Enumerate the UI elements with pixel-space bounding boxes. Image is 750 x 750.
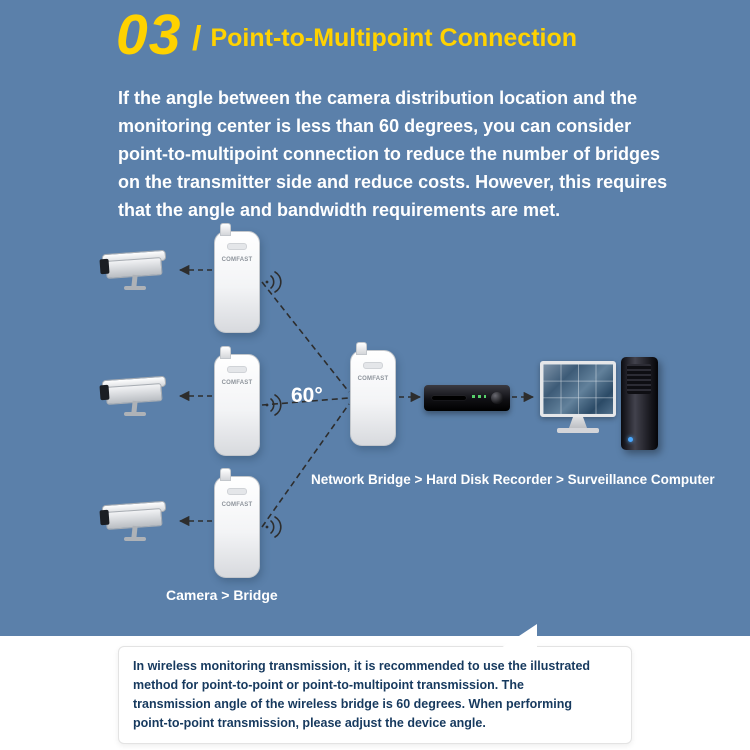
camera-mount-base: [124, 412, 146, 416]
camera-mount-base: [124, 286, 146, 290]
page-title: Point-to-Multipoint Connection: [210, 24, 578, 53]
note-line: transmission angle of the wireless bridg…: [133, 697, 573, 711]
camera-mount-base: [124, 537, 146, 541]
bridge-brand-label: COMFAST: [221, 257, 253, 263]
intro-line: point-to-multipoint connection to reduce…: [118, 144, 660, 164]
section-title-row: / Point-to-Multipoint Connection: [192, 22, 577, 56]
bridge-led-panel: [227, 488, 247, 495]
bridge-led-panel: [363, 362, 383, 369]
blue-background: [0, 0, 750, 636]
bridge-led-panel: [227, 366, 247, 373]
note-line: point-to-point transmission, please adju…: [133, 716, 486, 730]
surveillance-monitor: [540, 361, 616, 443]
intro-line: If the angle between the camera distribu…: [118, 88, 638, 108]
cctv-camera: [99, 500, 170, 547]
note-line: method for point-to-point or point-to-mu…: [133, 678, 524, 692]
note-text: In wireless monitoring transmission, it …: [133, 657, 617, 733]
monitor-stand: [569, 417, 587, 428]
flow-caption: Network Bridge > Hard Disk Recorder > Su…: [311, 472, 715, 487]
intro-paragraph: If the angle between the camera distribu…: [118, 84, 667, 224]
bridge-brand-label: COMFAST: [221, 502, 253, 508]
intro-line: on the transmitter side and reduce costs…: [118, 172, 668, 192]
title-slash: /: [192, 20, 202, 58]
note-bubble: In wireless monitoring transmission, it …: [118, 624, 632, 744]
cctv-camera: [99, 375, 170, 422]
wireless-bridge-receiver: COMFAST: [350, 342, 396, 446]
note-line: In wireless monitoring transmission, it …: [133, 659, 591, 673]
bridge-led-panel: [227, 243, 247, 250]
wireless-bridge-transmitter: COMFAST: [214, 223, 260, 333]
camera-bridge-caption: Camera > Bridge: [166, 587, 278, 603]
section-number: 03: [116, 3, 182, 67]
camera-lens-icon: [99, 258, 110, 275]
hard-disk-recorder: [424, 385, 510, 411]
bridge-brand-label: COMFAST: [221, 380, 253, 386]
intro-line: monitoring center is less than 60 degree…: [118, 116, 632, 136]
intro-line: that the angle and bandwidth requirement…: [118, 200, 561, 220]
wireless-bridge-transmitter: COMFAST: [214, 346, 260, 456]
surveillance-monitor-screen: [540, 361, 616, 417]
camera-lens-icon: [99, 509, 110, 526]
angle-label: 60°: [291, 384, 323, 407]
dvr-led-lights: [472, 395, 486, 398]
wireless-bridge-transmitter: COMFAST: [214, 468, 260, 578]
computer-tower: [621, 357, 658, 450]
cctv-camera: [99, 249, 170, 296]
monitor-stand-base: [557, 428, 599, 433]
camera-lens-icon: [99, 384, 110, 401]
bridge-brand-label: COMFAST: [357, 376, 389, 382]
